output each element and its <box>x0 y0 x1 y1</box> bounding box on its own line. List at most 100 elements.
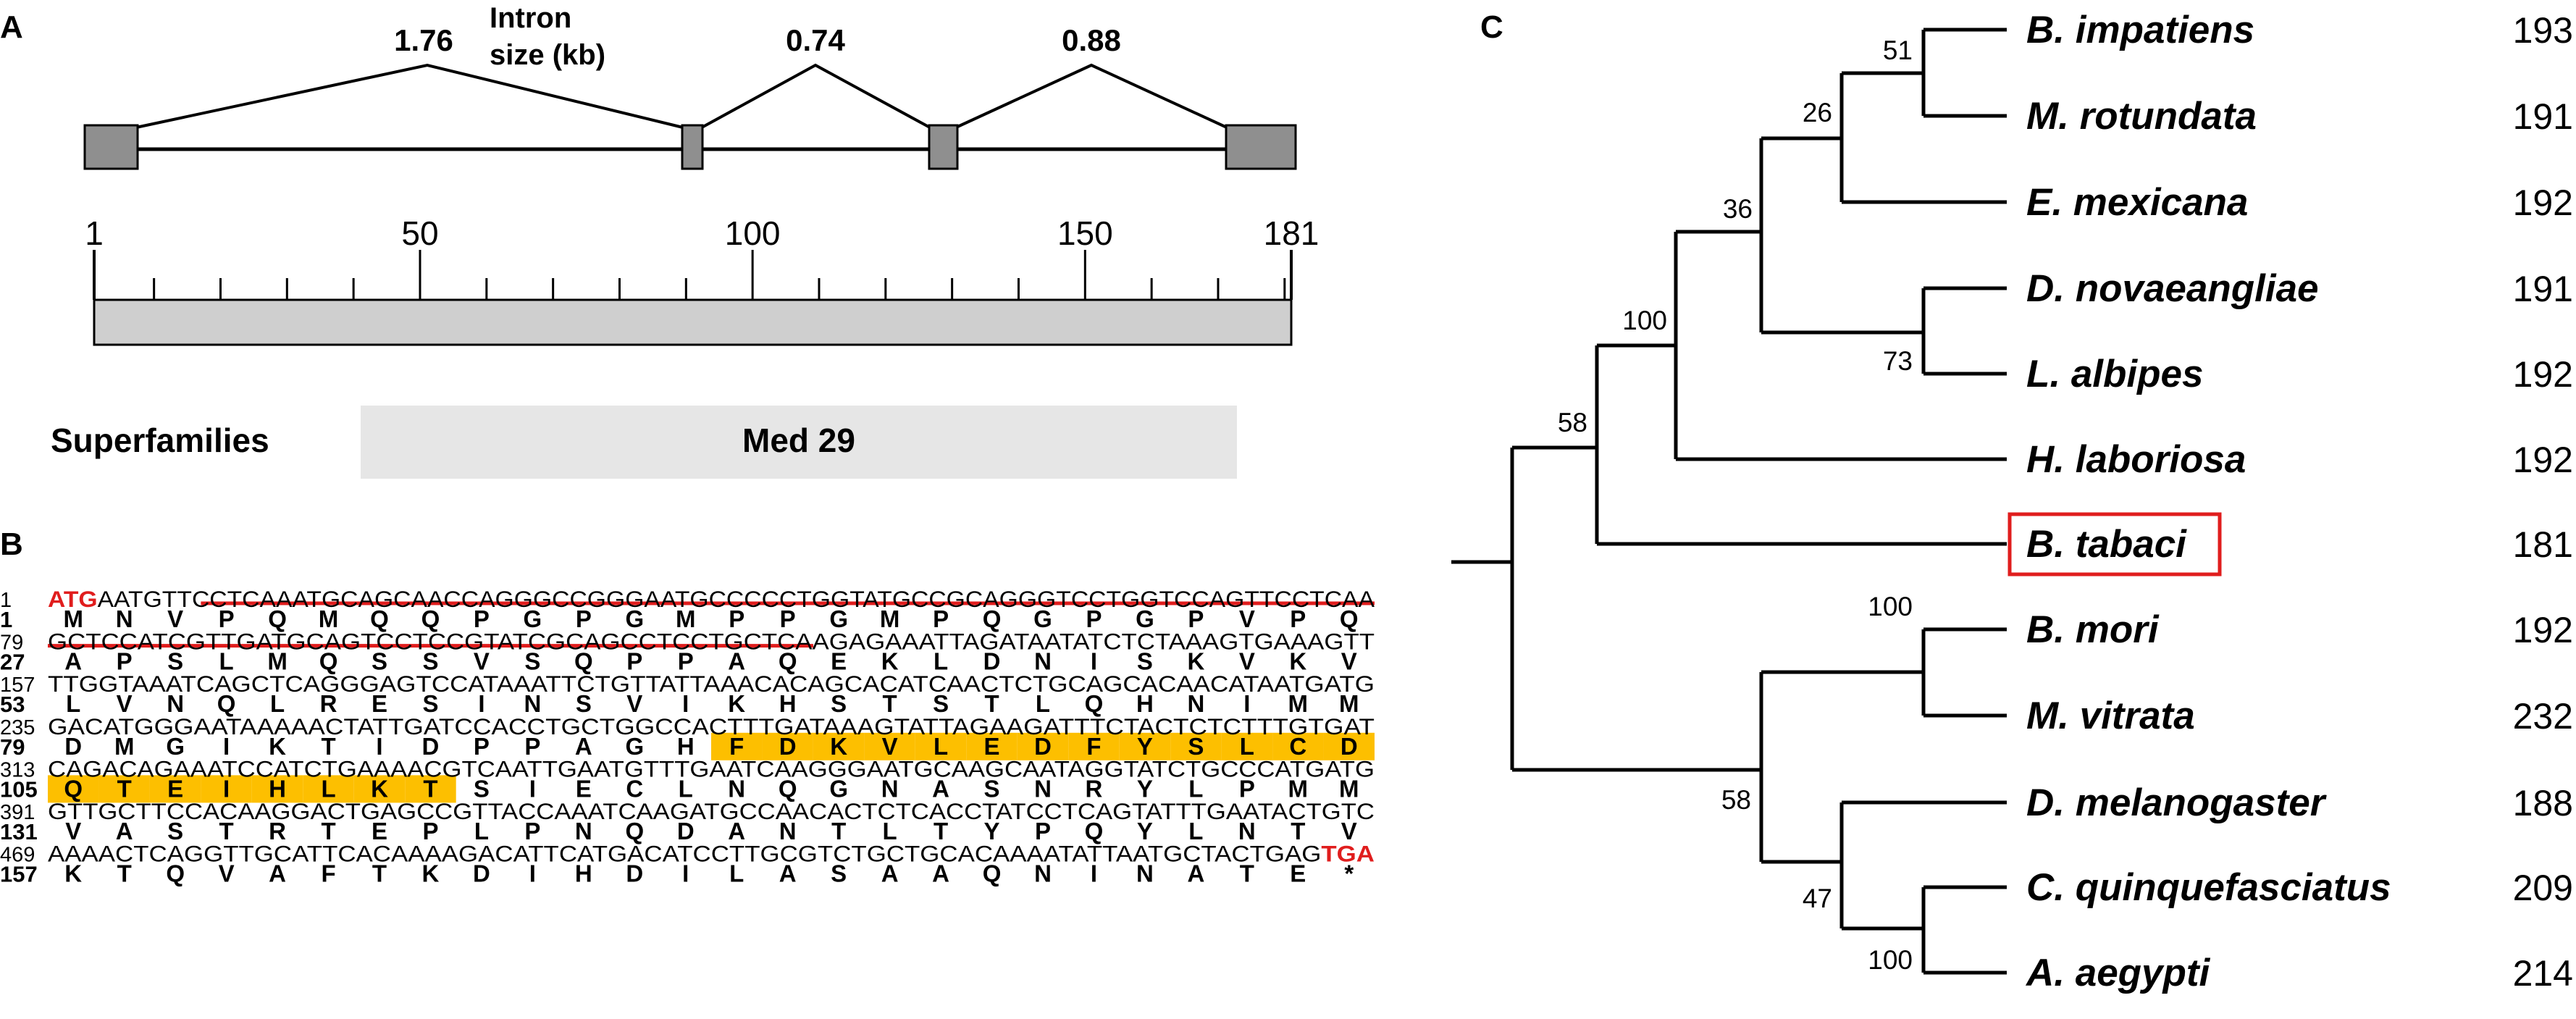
panel-a-label: A <box>0 9 23 45</box>
bootstrap-value: 36 <box>1723 194 1753 224</box>
amino-acid: P <box>1188 605 1204 632</box>
taxon-length: 191 <box>2513 269 2573 309</box>
aa-position-index: 157 <box>0 862 38 887</box>
intron-1-size: 1.76 <box>394 23 453 57</box>
taxon-name: B. impatiens <box>2026 9 2254 51</box>
amino-acid: P <box>576 605 592 632</box>
amino-acid: N <box>116 605 133 632</box>
amino-acid: V <box>117 690 133 717</box>
bootstrap-value: 58 <box>1558 408 1587 437</box>
amino-acid: L <box>270 690 285 717</box>
amino-acid: I <box>529 860 536 887</box>
aa-position-index: 27 <box>0 650 25 675</box>
bootstrap-value: 100 <box>1868 592 1913 621</box>
amino-acid: D <box>1034 733 1052 760</box>
amino-acid: L <box>1188 818 1203 844</box>
amino-acid: Q <box>268 605 287 632</box>
ruler-tick-label: 1 <box>85 214 104 252</box>
amino-acid: T <box>1291 818 1305 844</box>
amino-acid: V <box>219 860 235 887</box>
amino-acid: E <box>372 690 387 717</box>
nucleotide-sequence: TTGGTAAATCAGCTCAGGGAGTCCATAAATTCTGTTATTA… <box>48 671 1375 697</box>
motif-highlight-cell <box>1170 732 1222 760</box>
amino-acid: D <box>983 648 1001 675</box>
amino-acid: N <box>1187 690 1204 717</box>
amino-acid: I <box>529 775 536 802</box>
ruler-tick-label: 100 <box>725 214 781 252</box>
protein-length-bar <box>93 298 1293 346</box>
bootstrap-value: 58 <box>1721 785 1751 815</box>
amino-acid: F <box>729 733 744 760</box>
amino-acid: A <box>1187 860 1204 887</box>
amino-acid: S <box>576 690 592 717</box>
motif-highlight-cell <box>353 775 406 803</box>
amino-acid: D <box>1341 733 1358 760</box>
amino-acid: D <box>626 860 643 887</box>
amino-acid: S <box>167 648 183 675</box>
amino-acid: L <box>679 775 693 802</box>
ruler-tick-label: 181 <box>1264 214 1320 252</box>
amino-acid: G <box>166 733 185 760</box>
amino-acid: V <box>65 818 81 844</box>
amino-acid: A <box>932 775 949 802</box>
amino-acid: R <box>1086 775 1103 802</box>
amino-acid: A <box>575 733 592 760</box>
amino-acid: D <box>64 733 82 760</box>
taxon-length: 193 <box>2513 10 2573 51</box>
amino-acid: Q <box>1085 690 1104 717</box>
amino-acid: L <box>1240 733 1254 760</box>
nt-position-index: 157 <box>0 674 35 697</box>
amino-acid: Q <box>370 605 389 632</box>
bootstrap-value: 51 <box>1883 35 1913 65</box>
amino-acid: N <box>524 690 541 717</box>
amino-acid: P <box>474 605 490 632</box>
taxon-name: D. melanogaster <box>2026 781 2328 824</box>
amino-acid: N <box>1034 775 1052 802</box>
amino-acid: N <box>728 775 745 802</box>
panel-b-label: B <box>0 527 23 562</box>
amino-acid: K <box>422 860 440 887</box>
bootstrap-value: 26 <box>1803 98 1832 127</box>
amino-acid: T <box>831 818 846 844</box>
taxon-length: 191 <box>2513 96 2573 137</box>
amino-acid: T <box>321 733 335 760</box>
taxon-length: 192 <box>2513 610 2573 650</box>
amino-acid: T <box>372 860 387 887</box>
panel-c: C <box>1451 9 2573 994</box>
amino-acid: K <box>1289 648 1306 675</box>
taxon-name: L. albipes <box>2026 353 2203 395</box>
focal-species-box <box>2007 512 2222 576</box>
taxon-length: 192 <box>2513 183 2573 223</box>
amino-acid: M <box>1339 775 1359 802</box>
amino-acid: H <box>1136 690 1154 717</box>
amino-acid: V <box>167 605 183 632</box>
taxon-length: 232 <box>2513 696 2573 737</box>
amino-acid: I <box>1091 860 1097 887</box>
amino-acid: A <box>932 860 949 887</box>
motif-highlights <box>48 732 1375 803</box>
amino-acid: I <box>376 733 382 760</box>
motif-highlight-cell <box>303 775 354 803</box>
exon-4 <box>1225 124 1297 170</box>
taxon-name: M. vitrata <box>2026 695 2195 737</box>
amino-acid: P <box>1035 818 1051 844</box>
motif-highlight-cell <box>48 775 99 803</box>
amino-acid: E <box>831 648 847 675</box>
taxon-length: 214 <box>2513 953 2573 994</box>
amino-acid: V <box>626 690 642 717</box>
amino-acid: T <box>984 690 999 717</box>
amino-acid: I <box>223 775 230 802</box>
motif-highlight-cell <box>1323 732 1375 760</box>
amino-acid: V <box>1341 818 1357 844</box>
amino-acid: K <box>1187 648 1204 675</box>
amino-acid: Q <box>64 775 83 802</box>
amino-acid: T <box>117 775 132 802</box>
amino-acid: P <box>474 733 490 760</box>
aa-position-index: 53 <box>0 692 25 717</box>
amino-acid: Q <box>983 860 1002 887</box>
motif-highlight-cell <box>405 775 456 803</box>
amino-acid: L <box>1036 690 1050 717</box>
taxon-length: 209 <box>2513 868 2573 908</box>
